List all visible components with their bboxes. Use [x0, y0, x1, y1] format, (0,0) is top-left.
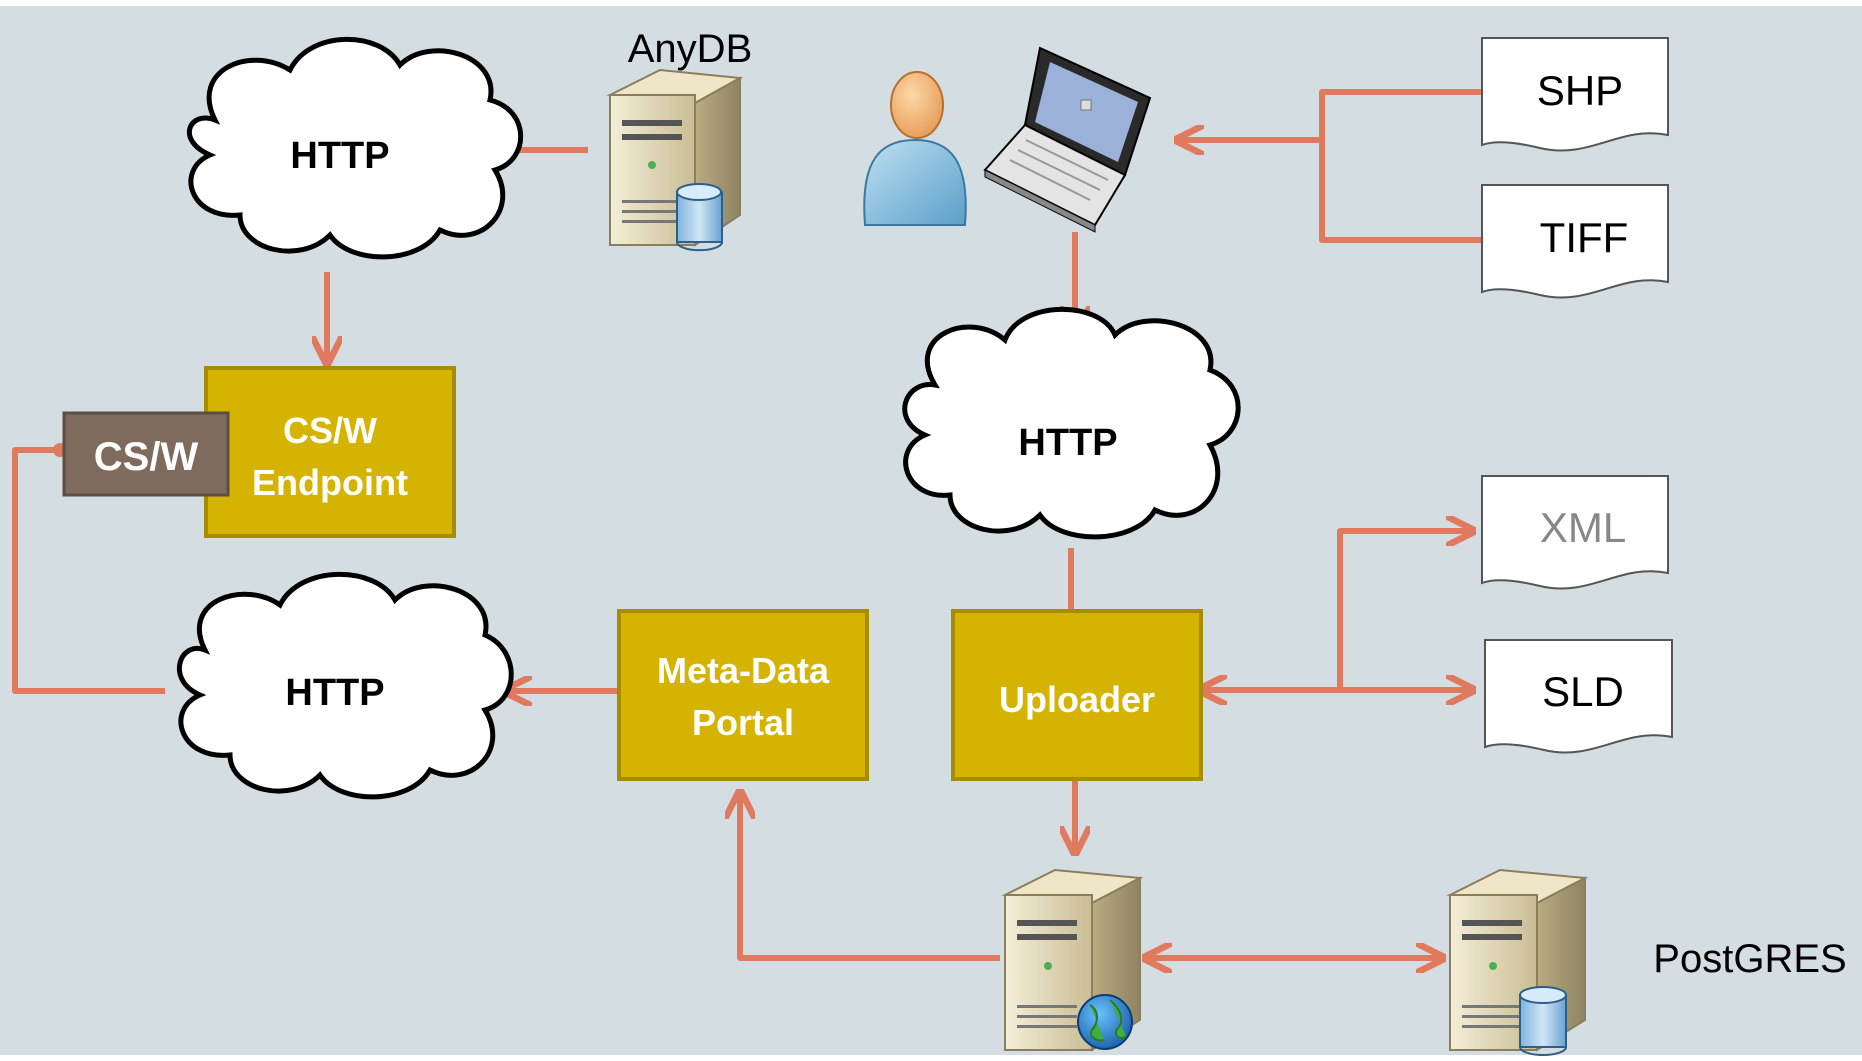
- web-server-icon: [1001, 868, 1144, 1052]
- uploader-box: Uploader: [951, 609, 1203, 781]
- http-cloud-center: HTTP: [902, 306, 1241, 540]
- http-cloud-label: HTTP: [285, 672, 384, 714]
- arrow-webserver-to-metadata: [740, 795, 1000, 961]
- document-sld-label: SLD: [1542, 668, 1624, 715]
- http-cloud-top-left: HTTP: [186, 36, 524, 260]
- postgres-label: PostGRES: [1653, 937, 1846, 981]
- document-xml-label: XML: [1540, 504, 1626, 551]
- http-cloud-label: HTTP: [290, 135, 389, 177]
- csw-endpoint-box: CS/W Endpoint: [204, 366, 456, 538]
- http-cloud-label: HTTP: [1018, 422, 1117, 464]
- connectors: [12, 89, 1482, 961]
- document-tiff-label: TIFF: [1540, 214, 1629, 261]
- uploader-title: Uploader: [999, 679, 1155, 720]
- database-cylinder-icon: [1519, 986, 1567, 1056]
- laptop-icon: [983, 46, 1152, 233]
- user-icon: [863, 71, 967, 226]
- csw-endpoint-title: CS/W: [283, 410, 377, 451]
- line-shp-bracket: [1319, 89, 1482, 243]
- globe-icon: [1077, 994, 1133, 1050]
- document-sld: SLD: [1484, 639, 1673, 754]
- csw-endpoint-subtitle: Endpoint: [252, 462, 408, 503]
- metadata-portal-title: Meta-Data: [657, 650, 830, 691]
- metadata-portal-box: Meta-Data Portal: [617, 609, 869, 781]
- database-cylinder-icon: [676, 183, 723, 252]
- document-xml: XML: [1481, 475, 1669, 590]
- http-cloud-bottom-left: HTTP: [177, 571, 514, 800]
- metadata-portal-subtitle: Portal: [692, 702, 794, 743]
- database-server-icon: [606, 68, 744, 252]
- postgres-server-icon: [1446, 868, 1589, 1056]
- anydb-label: AnyDB: [628, 27, 753, 71]
- csw-tab: CS/W: [62, 411, 230, 497]
- line-csw-to-http-bottom: [12, 447, 165, 694]
- document-tiff: TIFF: [1481, 184, 1669, 299]
- csw-tab-label: CS/W: [94, 435, 199, 479]
- arrow-bracket-to-xml: [1337, 531, 1470, 690]
- document-shp-label: SHP: [1537, 67, 1623, 114]
- document-shp: SHP: [1481, 37, 1669, 152]
